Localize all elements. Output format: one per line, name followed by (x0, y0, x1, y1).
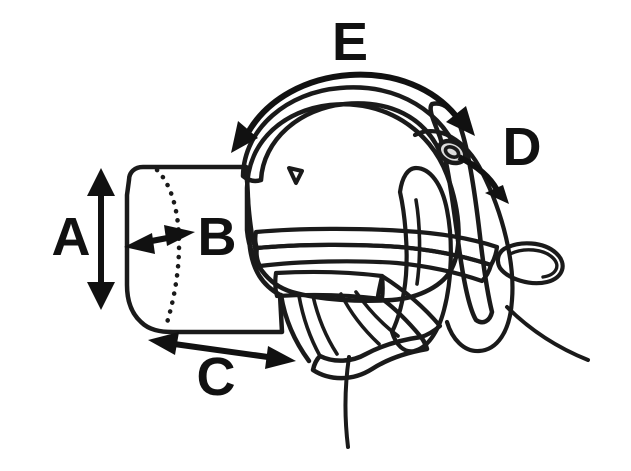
cable-group (343, 305, 590, 449)
arrow-c-head-left (148, 332, 179, 355)
arrow-e-shaft (246, 71, 459, 133)
arrow-c-head-right (265, 346, 296, 369)
dimension-arrow-e (231, 71, 475, 153)
dimension-label-b: B (198, 207, 237, 267)
jaw-strap (273, 269, 385, 302)
dimension-label-a: A (52, 207, 91, 267)
nose-icon (287, 166, 304, 185)
dimension-arrow-b (124, 225, 195, 254)
front-display-group (124, 164, 285, 335)
display-depth-dotted-line (154, 167, 182, 329)
rear-adjustment-strap (428, 101, 495, 325)
strap-detail-line-2 (311, 294, 339, 356)
side-head-strap-lower (254, 242, 494, 284)
strap-detail-line-3 (339, 292, 381, 346)
cable-rear (505, 305, 590, 362)
rear-adjustment-group (412, 101, 515, 354)
strap-detail-line-1 (297, 294, 322, 358)
ear-inner-curve (414, 198, 422, 286)
arrow-a-head-top (87, 168, 115, 196)
dimension-arrow-d (457, 154, 509, 204)
arrow-d-shaft (457, 154, 500, 192)
dimension-arrow-a (87, 168, 115, 310)
front-display-housing (124, 164, 285, 335)
dimension-label-d: D (503, 117, 542, 177)
side-strap-group (253, 226, 500, 381)
arrow-d-head (485, 185, 509, 204)
arrow-e-head-right (446, 106, 475, 136)
arrow-c-shaft (166, 340, 276, 361)
dimension-label-e: E (332, 12, 368, 72)
housing-to-chin-edge (278, 292, 312, 364)
ear-group (389, 165, 453, 354)
arrow-a-head-bottom (87, 282, 115, 310)
chin-strap-bottom (310, 334, 430, 381)
arrow-b-head-right (164, 225, 195, 246)
arrow-b-head-left (124, 233, 155, 254)
cable-loop-inner (508, 248, 559, 279)
ear (389, 165, 453, 354)
cable-loop-group (495, 241, 565, 286)
cable-retainer-loop (495, 241, 565, 286)
housing-seam (244, 165, 258, 254)
rear-headrest-shell (412, 129, 515, 354)
dimension-arrow-c (148, 332, 296, 369)
adjustment-dial-inner[interactable] (443, 145, 461, 160)
cable-front (343, 355, 351, 449)
arrow-e-head-left (231, 121, 258, 153)
dimension-label-c: C (197, 347, 236, 407)
